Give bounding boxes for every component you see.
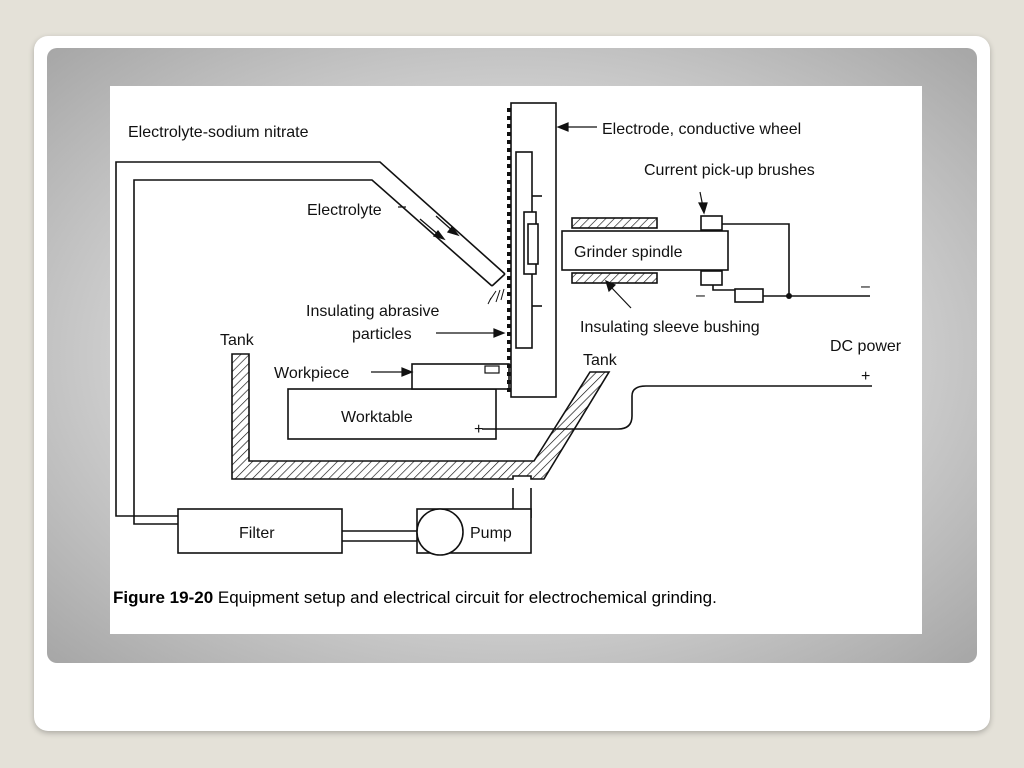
tank [231, 353, 611, 480]
label-insulating-abrasive: Insulating abrasive [306, 303, 440, 320]
abrasive-grain [507, 372, 511, 376]
abrasive-grain [507, 260, 511, 264]
label-electrolyte: Electrolyte [307, 202, 382, 219]
abrasive-grain [507, 284, 511, 288]
abrasive-grain [507, 116, 511, 120]
abrasive-grain [507, 204, 511, 208]
figure-caption: Figure 19-20 Equipment setup and electri… [113, 587, 913, 609]
abrasive-grain [507, 180, 511, 184]
ecg-diagram: Electrolyte-sodium nitrate Electrode, co… [115, 102, 902, 556]
abrasive-grain [507, 332, 511, 336]
figure-number: Figure 19-20 [113, 588, 214, 607]
abrasive-grain [507, 132, 511, 136]
label-table-plus: + [474, 421, 483, 438]
electrode-wheel [510, 102, 557, 398]
abrasive-grain [507, 300, 511, 304]
label-workpiece: Workpiece [274, 365, 349, 382]
circuit-wires [482, 223, 872, 430]
abrasive-grain [507, 348, 511, 352]
abrasive-grain [507, 316, 511, 320]
flow-arrow-icon [419, 215, 460, 241]
abrasive-grain [507, 148, 511, 152]
caption-text: Equipment setup and electrical circuit f… [213, 588, 717, 607]
abrasive-grain [507, 108, 511, 112]
abrasive-grain [507, 212, 511, 216]
grinder-spindle [561, 215, 729, 286]
abrasive-particles [507, 108, 511, 392]
abrasive-grain [507, 380, 511, 384]
junction-dot [786, 293, 792, 299]
abrasive-grain [507, 388, 511, 392]
pump-icon [416, 508, 464, 556]
workpiece-contact [484, 365, 500, 374]
workpiece [411, 363, 510, 390]
abrasive-grain [507, 244, 511, 248]
abrasive-grain [507, 164, 511, 168]
abrasive-grain [507, 220, 511, 224]
figure: Electrolyte-sodium nitrate Electrode, co… [110, 86, 922, 634]
abrasive-grain [507, 308, 511, 312]
abrasive-grain [507, 188, 511, 192]
abrasive-grain [507, 124, 511, 128]
abrasive-grain [507, 276, 511, 280]
label-particles: particles [352, 326, 412, 343]
electrolyte-spray [487, 288, 505, 305]
label-current-brushes: Current pick-up brushes [644, 162, 815, 179]
electrolyte-pipe [115, 161, 532, 542]
label-grinder-spindle: Grinder spindle [574, 244, 683, 261]
leader-arrows [371, 122, 708, 377]
filter [177, 508, 343, 554]
worktable [287, 388, 497, 440]
label-worktable: Worktable [341, 409, 413, 426]
abrasive-grain [507, 156, 511, 160]
label-electrolyte-sodium-nitrate: Electrolyte-sodium nitrate [128, 124, 309, 141]
label-brush-minus: – [696, 287, 705, 304]
label-dc-power: DC power [830, 338, 902, 355]
label-power-minus: – [861, 278, 870, 295]
label-tank-left: Tank [220, 332, 255, 349]
abrasive-grain [507, 340, 511, 344]
label-filter: Filter [239, 525, 275, 542]
abrasive-grain [507, 252, 511, 256]
abrasive-grain [507, 292, 511, 296]
abrasive-grain [507, 324, 511, 328]
abrasive-grain [507, 228, 511, 232]
label-tank-right: Tank [583, 352, 618, 369]
abrasive-grain [507, 172, 511, 176]
label-pump: Pump [470, 525, 512, 542]
label-insulating-sleeve: Insulating sleeve bushing [580, 319, 760, 336]
abrasive-grain [507, 356, 511, 360]
label-electrode-wheel: Electrode, conductive wheel [602, 121, 801, 138]
label-power-plus: + [861, 368, 870, 385]
abrasive-grain [507, 268, 511, 272]
abrasive-grain [507, 364, 511, 368]
abrasive-grain [507, 140, 511, 144]
abrasive-grain [507, 196, 511, 200]
abrasive-grain [507, 236, 511, 240]
